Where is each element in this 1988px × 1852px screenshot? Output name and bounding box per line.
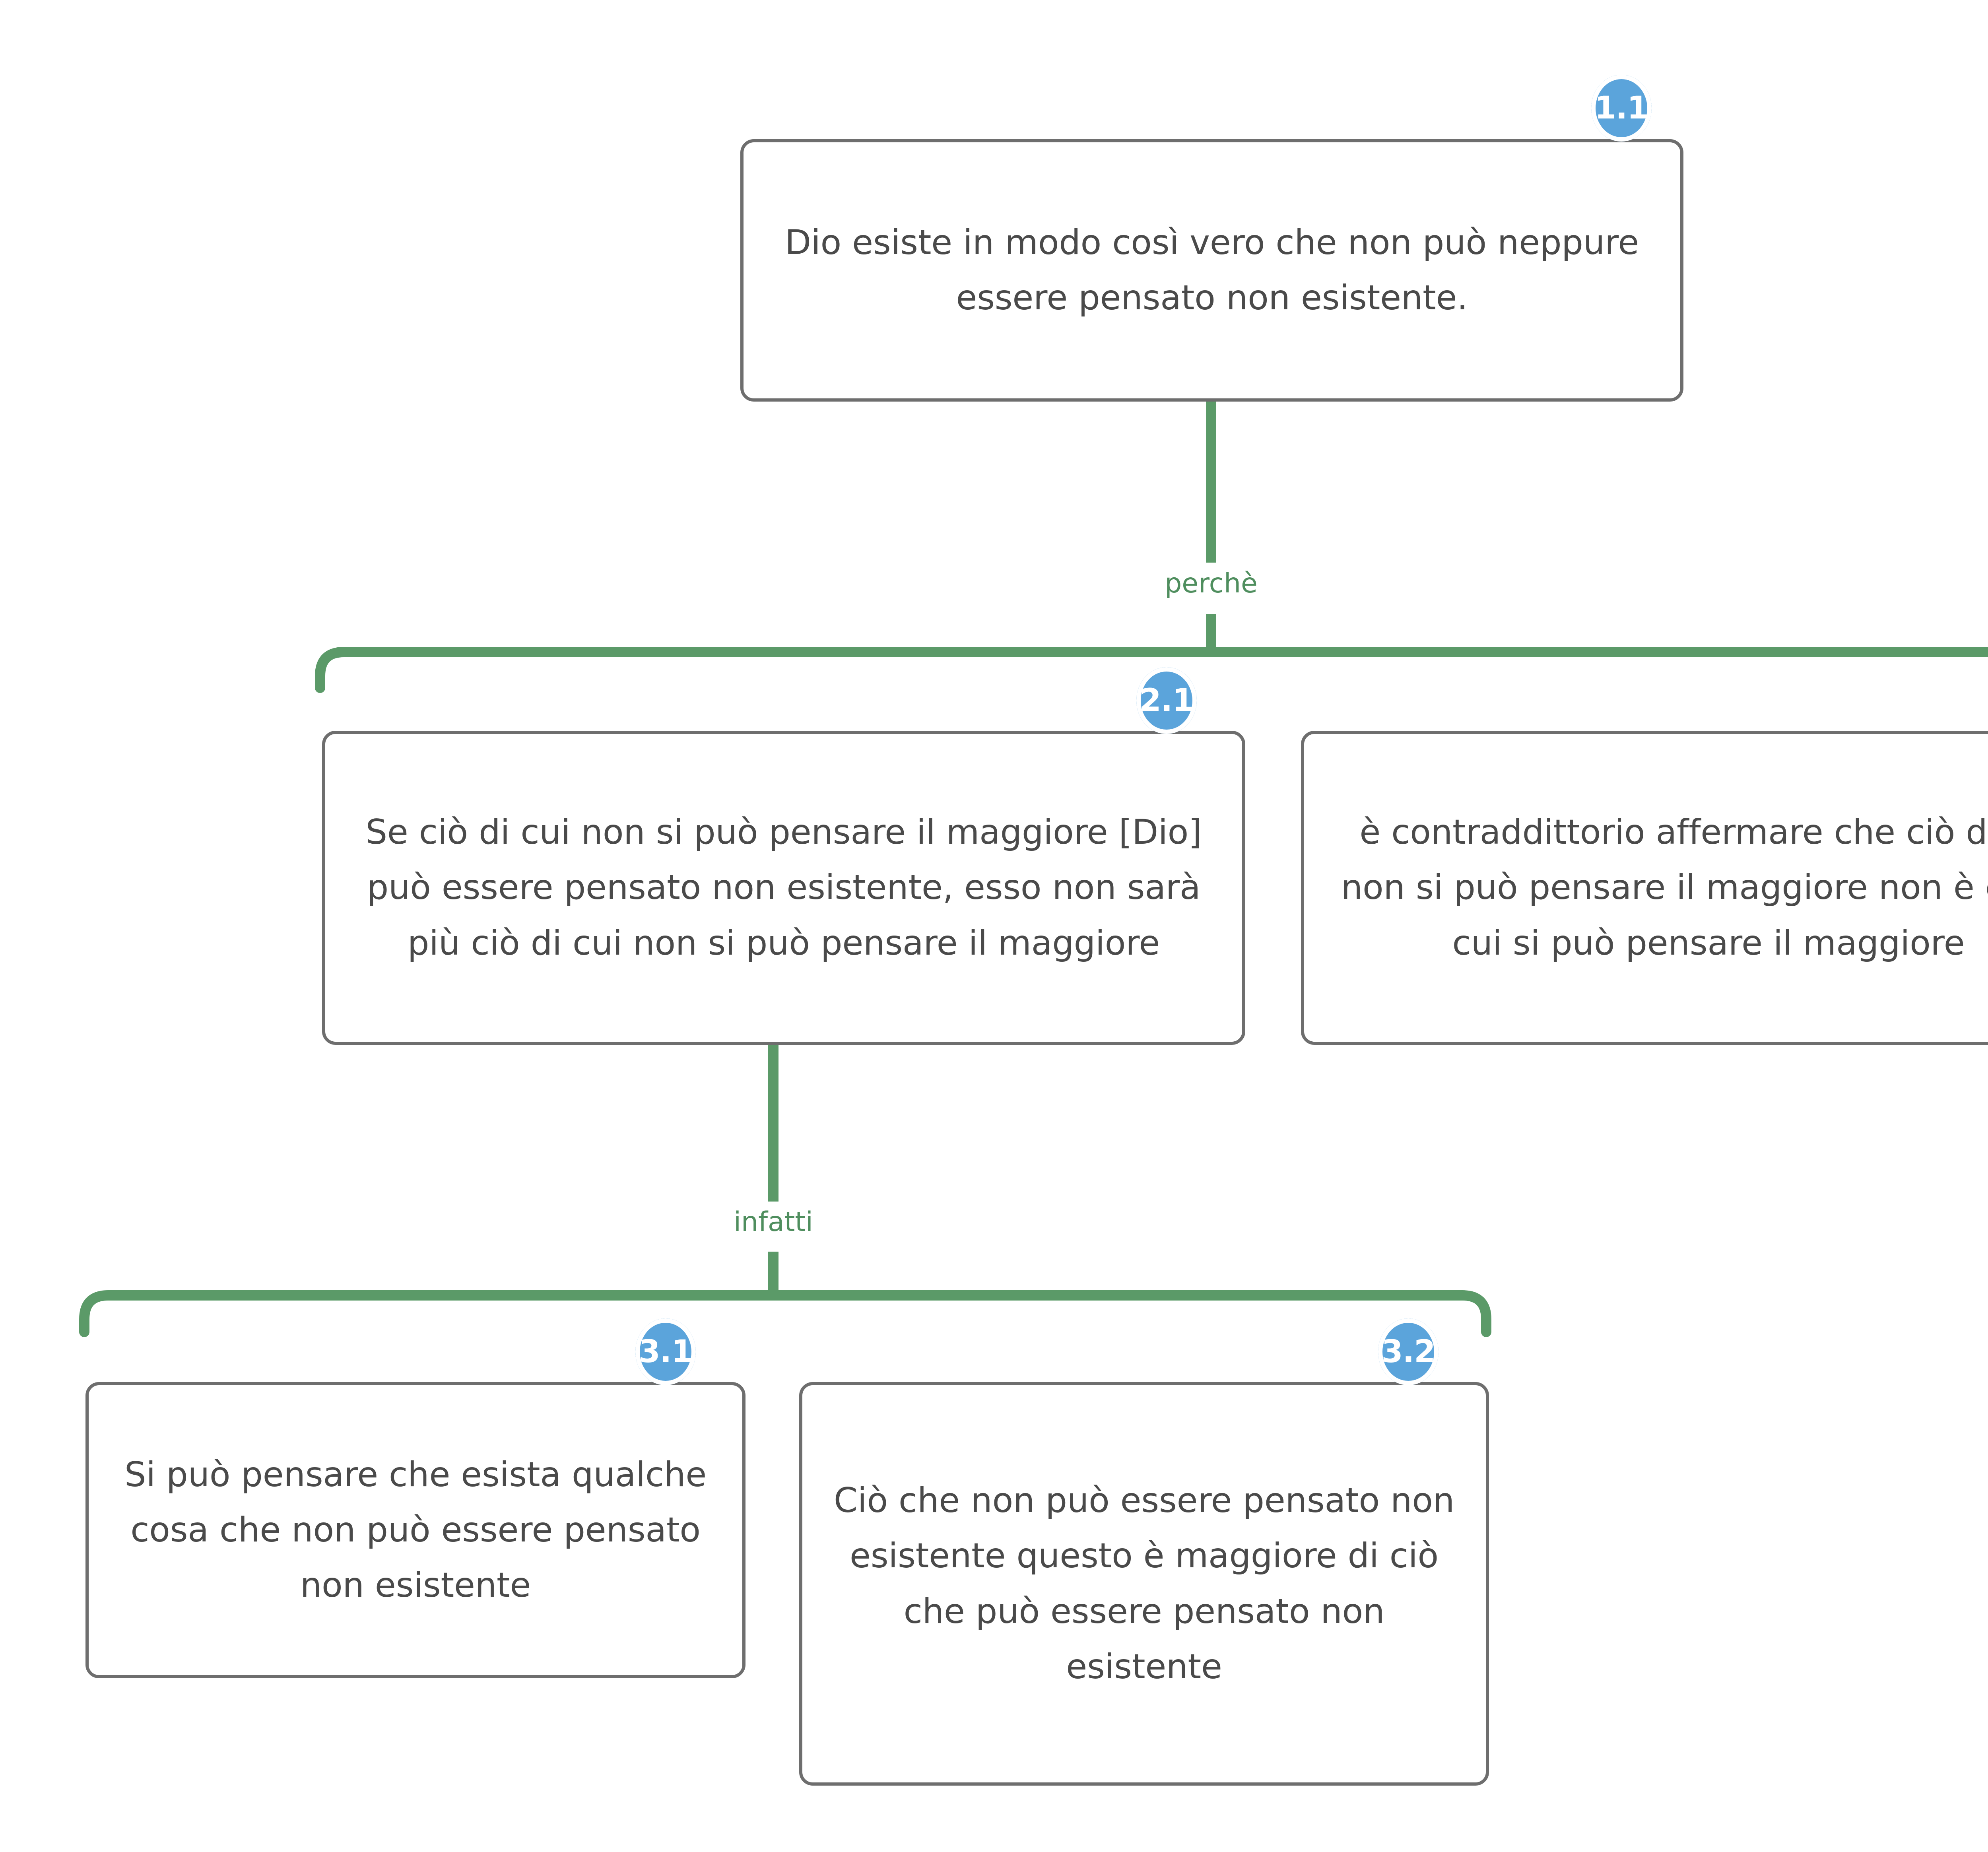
node-3-2-text: Ciò che non può essere pensato non esist… [833, 1480, 1455, 1687]
node-2-1-badge[interactable]: 2.1 [1136, 667, 1197, 734]
node-1-1-text: Dio esiste in modo così vero che non può… [784, 222, 1639, 318]
node-2-1-text: Se ciò di cui non si può pensare il magg… [365, 812, 1202, 963]
node-3-2-badge-label: 3.2 [1381, 1334, 1435, 1370]
node-3-2[interactable]: Ciò che non può essere pensato non esist… [799, 1382, 1489, 1786]
node-2-1[interactable]: Se ciò di cui non si può pensare il magg… [322, 731, 1245, 1045]
edge-label-perche: perchè [1154, 564, 1268, 604]
node-1-1-badge[interactable]: 1.1 [1591, 75, 1652, 142]
edge-label-infatti: infatti [723, 1202, 823, 1242]
node-2-2-text: è contraddittorio affermare che ciò di c… [1341, 812, 1988, 963]
node-3-2-badge[interactable]: 3.2 [1378, 1318, 1439, 1385]
edge-infatti-bracket [79, 1290, 1491, 1337]
node-3-1-badge-label: 3.1 [639, 1334, 693, 1370]
node-3-1-text: Si può pensare che esista qualche cosa c… [124, 1454, 707, 1605]
node-2-2[interactable]: è contraddittorio affermare che ciò di c… [1301, 731, 1988, 1045]
node-1-1-badge-label: 1.1 [1594, 90, 1648, 126]
node-3-1[interactable]: Si può pensare che esista qualche cosa c… [85, 1382, 746, 1678]
node-3-1-badge[interactable]: 3.1 [635, 1318, 696, 1385]
node-2-1-badge-label: 2.1 [1140, 683, 1194, 718]
node-1-1[interactable]: Dio esiste in modo così vero che non può… [740, 139, 1683, 402]
